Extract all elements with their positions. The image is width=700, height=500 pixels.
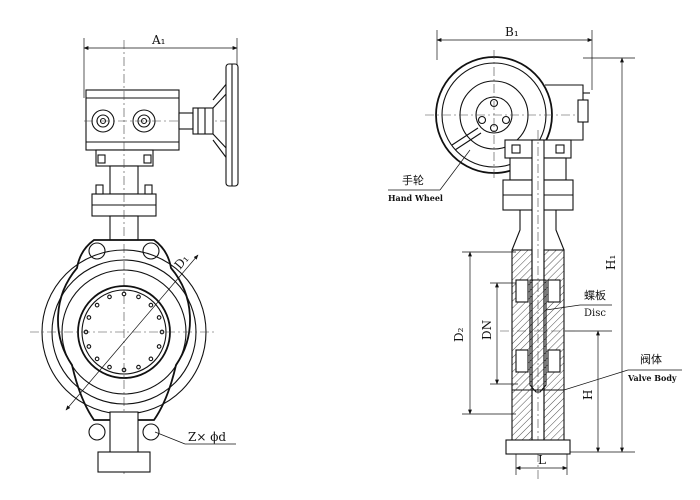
valve-body-en-label: Valve Body	[627, 373, 677, 383]
bolt-callout-label: Z× ϕd	[188, 430, 226, 444]
dim-dn: DN	[480, 282, 518, 385]
dim-h-label: H	[581, 390, 595, 400]
callout-disc: 蝶板 Disc	[545, 288, 612, 319]
bolt-hole	[156, 344, 162, 349]
callout-valve-body: 阀体 Valve Body	[563, 352, 682, 391]
bolt-hole	[107, 294, 112, 300]
bolt-hole	[136, 294, 141, 300]
bolt-hole	[148, 356, 154, 362]
dim-d2-label: D₂	[452, 327, 466, 342]
front-view: A₁	[30, 33, 239, 475]
dim-d1-label: D₁	[172, 252, 192, 272]
hand-wheel-edge	[225, 63, 239, 187]
dim-h1: H₁	[570, 57, 635, 453]
side-view: B₁ H₁ H D₂ DN	[388, 25, 682, 480]
bolt-hole	[121, 291, 127, 297]
valve-body-side	[500, 249, 575, 455]
bolt-hole	[94, 302, 100, 308]
neck	[91, 40, 157, 475]
dim-d1: D₁	[65, 252, 199, 411]
dim-h: H	[565, 330, 612, 453]
bolt-hole	[86, 315, 92, 320]
dim-a1-label: A₁	[151, 33, 165, 47]
bolt-callout: Z× ϕd	[154, 430, 236, 445]
hand-wheel-face	[425, 50, 590, 180]
bolt-hole	[148, 302, 154, 308]
bolt-hole	[156, 315, 162, 320]
valve-body-cn-label: 阀体	[640, 352, 662, 366]
dim-b1: B₁	[436, 25, 593, 90]
callout-hand-wheel: 手轮 Hand Wheel	[388, 149, 471, 203]
hand-wheel-cn-label: 手轮	[402, 173, 424, 187]
disc-en-label: Disc	[584, 308, 606, 319]
bolt-hole	[94, 356, 100, 362]
bolt-hole	[86, 344, 92, 349]
dim-l-label: L	[538, 453, 546, 467]
gearbox	[84, 89, 232, 151]
disc	[529, 279, 547, 393]
dim-dn-label: DN	[480, 320, 494, 340]
dim-a1: A₁	[83, 33, 238, 98]
disc-cn-label: 蝶板	[584, 288, 606, 302]
dim-h1-label: H₁	[604, 255, 618, 270]
dim-d2: D₂	[452, 251, 516, 415]
hand-wheel-en-label: Hand Wheel	[388, 193, 443, 203]
bolt-hole	[107, 364, 112, 370]
dim-b1-label: B₁	[505, 25, 519, 39]
bolt-hole	[136, 364, 141, 370]
